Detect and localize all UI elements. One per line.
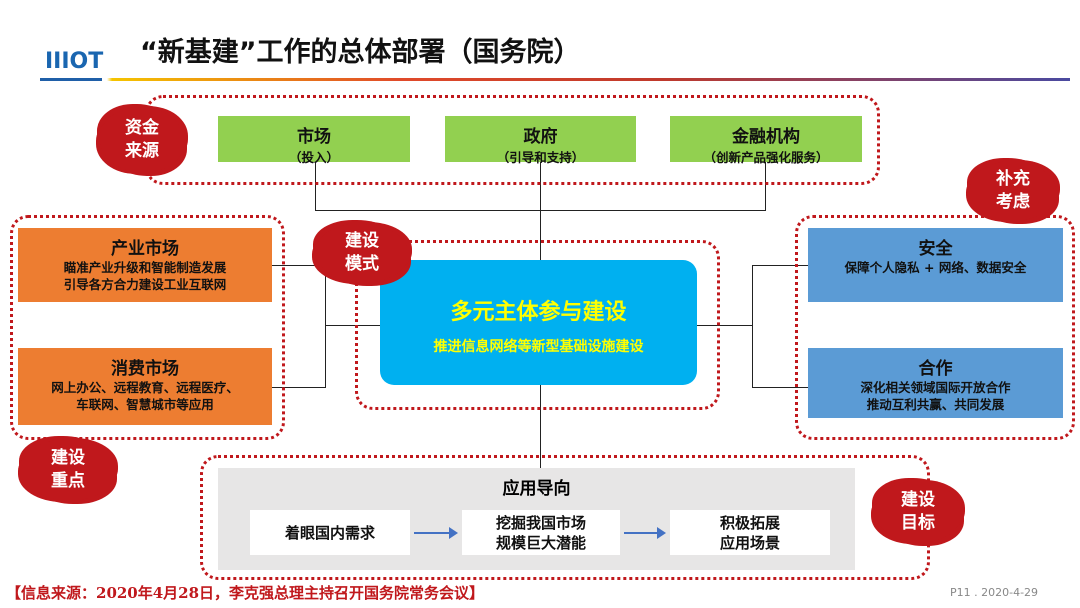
arrow-right-icon: [414, 527, 458, 539]
arrow-right-icon: [624, 527, 666, 539]
consumer-market: 消费市场网上办公、远程教育、远程医疗、车联网、智慧城市等应用: [18, 348, 272, 425]
page-number: P11 . 2020-4-29: [950, 586, 1039, 599]
funding-market: 市场（投入）: [218, 116, 410, 165]
connector: [752, 387, 808, 388]
page-title: “新基建”工作的总体部署（国务院）: [140, 37, 581, 68]
application-title: 应用导向: [502, 479, 571, 499]
connector: [752, 265, 808, 266]
connector: [540, 385, 541, 468]
funding-government: 政府（引导和支持）: [445, 116, 636, 165]
badge-extra-considerations: 补充考虑: [970, 162, 1056, 220]
logo: IIIOT: [45, 49, 104, 74]
multi-party-construction: 多元主体参与建设 推进信息网络等新型基础设施建设: [380, 260, 697, 385]
step-market-potential: 挖掘我国市场规模巨大潜能: [462, 510, 620, 555]
connector: [272, 265, 326, 266]
connector: [325, 265, 326, 388]
step-domestic-demand: 着眼国内需求: [250, 510, 410, 555]
connector: [315, 210, 766, 211]
focus-group: [10, 215, 285, 440]
connector: [325, 325, 380, 326]
industrial-market: 产业市场瞄准产业升级和智能制造发展引导各方合力建设工业互联网: [18, 228, 272, 302]
badge-funding-source: 资金来源: [100, 108, 184, 172]
connector: [697, 325, 753, 326]
mode-group: [355, 240, 720, 410]
step-application-scenarios: 积极拓展应用场景: [670, 510, 830, 555]
badge-construction-mode: 建设模式: [316, 224, 408, 282]
connector: [765, 162, 766, 210]
connector: [272, 387, 326, 388]
security: 安全保障个人隐私 + 网络、数据安全: [808, 228, 1063, 302]
source-note: 【信息来源：2020年4月28日，李克强总理主持召开国务院常务会议】: [6, 584, 485, 602]
connector: [752, 265, 753, 388]
funding-financial: 金融机构（创新产品强化服务）: [670, 116, 862, 165]
header-divider: [40, 78, 1070, 81]
connector: [540, 162, 541, 260]
extra-group: [795, 215, 1075, 440]
badge-construction-focus: 建设重点: [22, 440, 114, 500]
cooperation: 合作深化相关领域国际开放合作推动互利共赢、共同发展: [808, 348, 1063, 418]
badge-construction-goal: 建设目标: [875, 482, 961, 542]
connector: [315, 162, 316, 210]
